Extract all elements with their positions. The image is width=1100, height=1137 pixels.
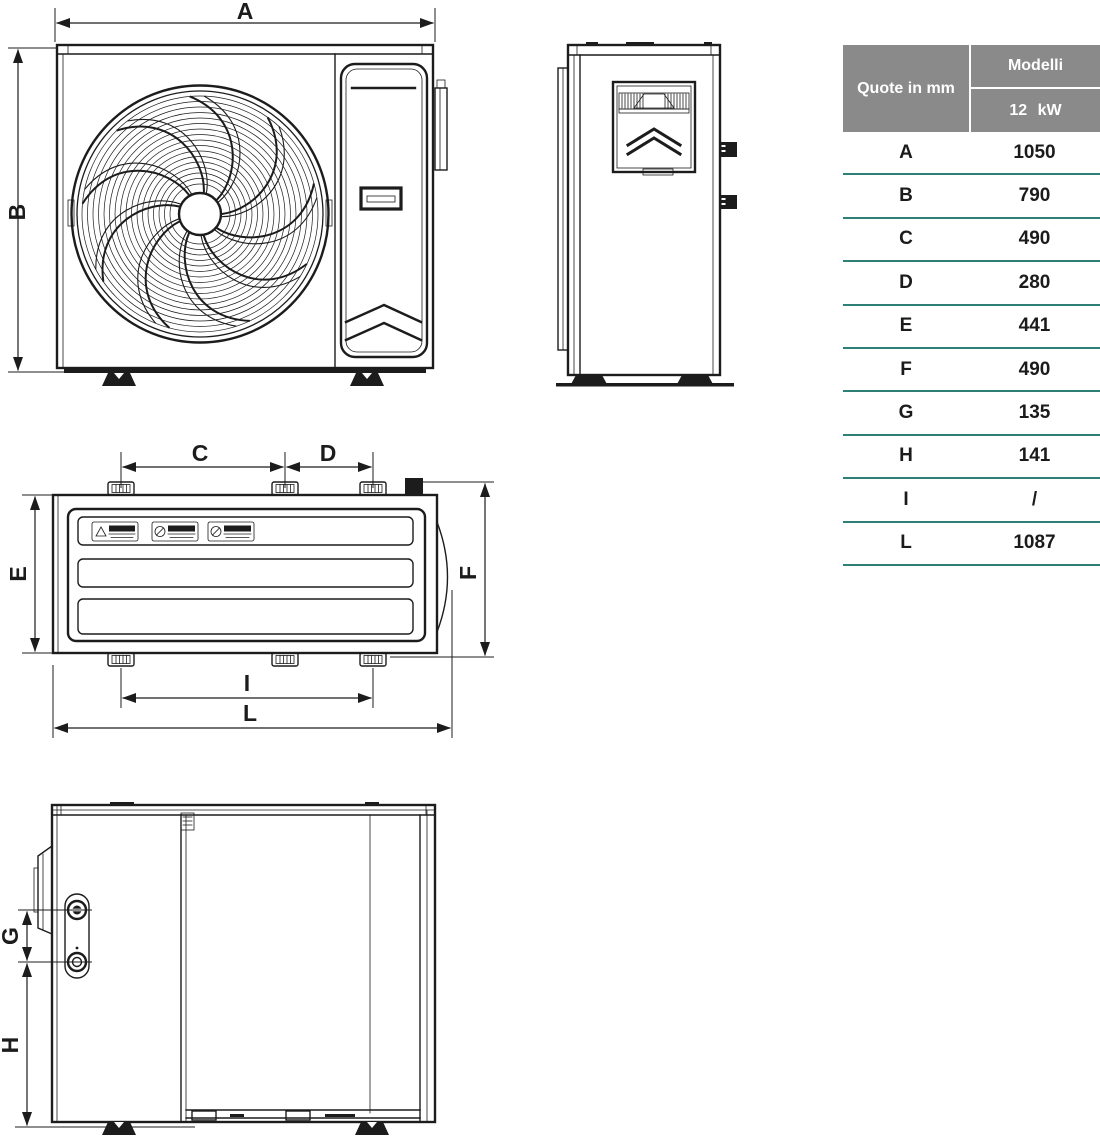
table-header-model-12kw: 12 kW xyxy=(971,89,1100,132)
dim-label-i: I xyxy=(244,670,250,696)
dim-value-cell: 490 xyxy=(1018,228,1051,250)
airflow-chevron-icon xyxy=(344,321,423,342)
front-service-panel xyxy=(339,62,429,359)
table-header: Quote in mm Modelli 12 kW xyxy=(843,45,1100,132)
foot xyxy=(355,1122,389,1135)
airflow-chevron-icon xyxy=(625,127,683,148)
table-row: L 1087 xyxy=(843,523,1100,566)
foot xyxy=(102,373,136,386)
dim-letter-cell: D xyxy=(899,271,913,293)
dim-letter-cell: B xyxy=(899,185,913,207)
side-junction-box xyxy=(434,79,448,171)
table-row: G 135 xyxy=(843,392,1100,436)
table-header-quote: Quote in mm xyxy=(843,45,969,132)
table-row: A 1050 xyxy=(843,132,1100,176)
dim-value-cell: 790 xyxy=(1018,185,1051,207)
dim-value-cell: 490 xyxy=(1018,358,1051,380)
dim-label-a: A xyxy=(237,0,254,24)
dim-value-cell: / xyxy=(1031,488,1038,510)
table-header-models: Modelli xyxy=(971,45,1100,87)
airflow-chevron-icon xyxy=(625,136,683,157)
electrical-connector xyxy=(405,478,423,495)
dim-letter-cell: L xyxy=(900,532,912,554)
dim-label-l: L xyxy=(243,700,257,726)
dim-value-cell: 441 xyxy=(1018,315,1051,337)
dim-value-cell: 135 xyxy=(1018,402,1051,424)
table-row: D 280 xyxy=(843,262,1100,306)
table-row: F 490 xyxy=(843,349,1100,393)
table-row: B 790 xyxy=(843,175,1100,219)
dim-value-cell: 1087 xyxy=(1013,532,1056,554)
table-row: C 490 xyxy=(843,219,1100,263)
wall-bracket xyxy=(33,845,53,935)
dim-label-d: D xyxy=(320,440,337,466)
side-vent-window xyxy=(611,80,697,176)
foot xyxy=(350,373,384,386)
rear-cabinet-outline xyxy=(50,803,437,1124)
dim-letter-cell: E xyxy=(899,315,913,337)
airflow-chevron-icon xyxy=(344,303,423,324)
dim-label-f: F xyxy=(455,566,481,580)
dim-value-cell: 141 xyxy=(1018,445,1051,467)
dim-letter-cell: H xyxy=(899,445,913,467)
warning-label-icon xyxy=(207,521,255,542)
dim-letter-cell: I xyxy=(903,488,909,510)
dim-value-cell: 280 xyxy=(1018,271,1051,293)
dim-letter-cell: F xyxy=(900,358,912,380)
pipe-connection xyxy=(64,893,90,979)
rear-view-drawing: G H xyxy=(0,802,437,1135)
mounting-bracket xyxy=(271,652,299,667)
mounting-bracket xyxy=(359,652,387,667)
dim-value-cell: 1050 xyxy=(1013,141,1056,163)
table-row: I / xyxy=(843,479,1100,523)
front-view-drawing: A B xyxy=(4,0,448,386)
dim-label-c: C xyxy=(192,440,209,466)
dim-label-h: H xyxy=(0,1037,23,1054)
warning-label-icon xyxy=(91,521,139,542)
dim-label-e: E xyxy=(5,566,31,581)
dimensions-table: Quote in mm Modelli 12 kW A 1050 B 790 C… xyxy=(843,45,1100,566)
top-view-drawing: C D E F I xyxy=(5,440,494,738)
dim-letter-cell: G xyxy=(898,402,914,424)
foot xyxy=(102,1122,136,1135)
fan-grille xyxy=(70,84,330,344)
side-view-drawing xyxy=(556,42,737,387)
table-row: H 141 xyxy=(843,436,1100,480)
dim-letter-cell: A xyxy=(899,141,913,163)
pipe-connector-block xyxy=(720,142,737,157)
dim-label-b: B xyxy=(4,204,30,221)
mounting-bracket xyxy=(107,652,135,667)
top-cabinet-outline xyxy=(51,493,439,655)
dim-letter-cell: C xyxy=(899,228,913,250)
table-row: E 441 xyxy=(843,306,1100,349)
dim-label-g: G xyxy=(0,927,23,945)
warning-label-icon xyxy=(151,521,199,542)
pipe-connector-block xyxy=(720,195,737,209)
panel-handle xyxy=(359,186,403,211)
